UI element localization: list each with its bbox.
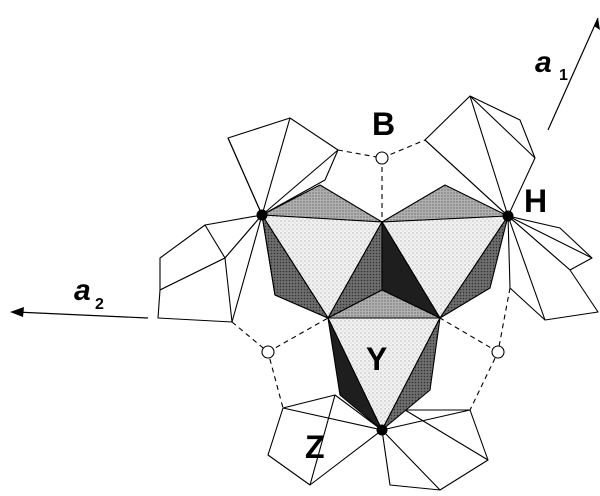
upper-left-tetrahedra — [157, 117, 339, 323]
label-y: Y — [366, 341, 387, 377]
axis-a2: a 2 — [10, 274, 149, 319]
atom-filled-right — [502, 210, 514, 222]
atom-open-left — [261, 345, 275, 359]
atom-open-top — [375, 151, 389, 165]
label-z: Z — [305, 429, 325, 465]
axis-a1-letter: a — [535, 46, 552, 79]
label-h: H — [524, 183, 547, 219]
axis-a1-subscript: 1 — [559, 67, 568, 84]
bottom-tetrahedra — [267, 394, 489, 491]
atom-filled-left — [256, 209, 268, 221]
axis-a2-subscript: 2 — [95, 296, 104, 313]
upper-right-tetrahedra — [424, 95, 599, 321]
atom-filled-bottom — [376, 424, 388, 436]
atom-open-right — [491, 345, 505, 359]
label-b: B — [372, 106, 395, 142]
axis-a1: a 1 — [535, 17, 600, 131]
atoms — [256, 151, 514, 436]
central-octahedra — [261, 184, 509, 431]
axis-a2-letter: a — [74, 274, 91, 307]
